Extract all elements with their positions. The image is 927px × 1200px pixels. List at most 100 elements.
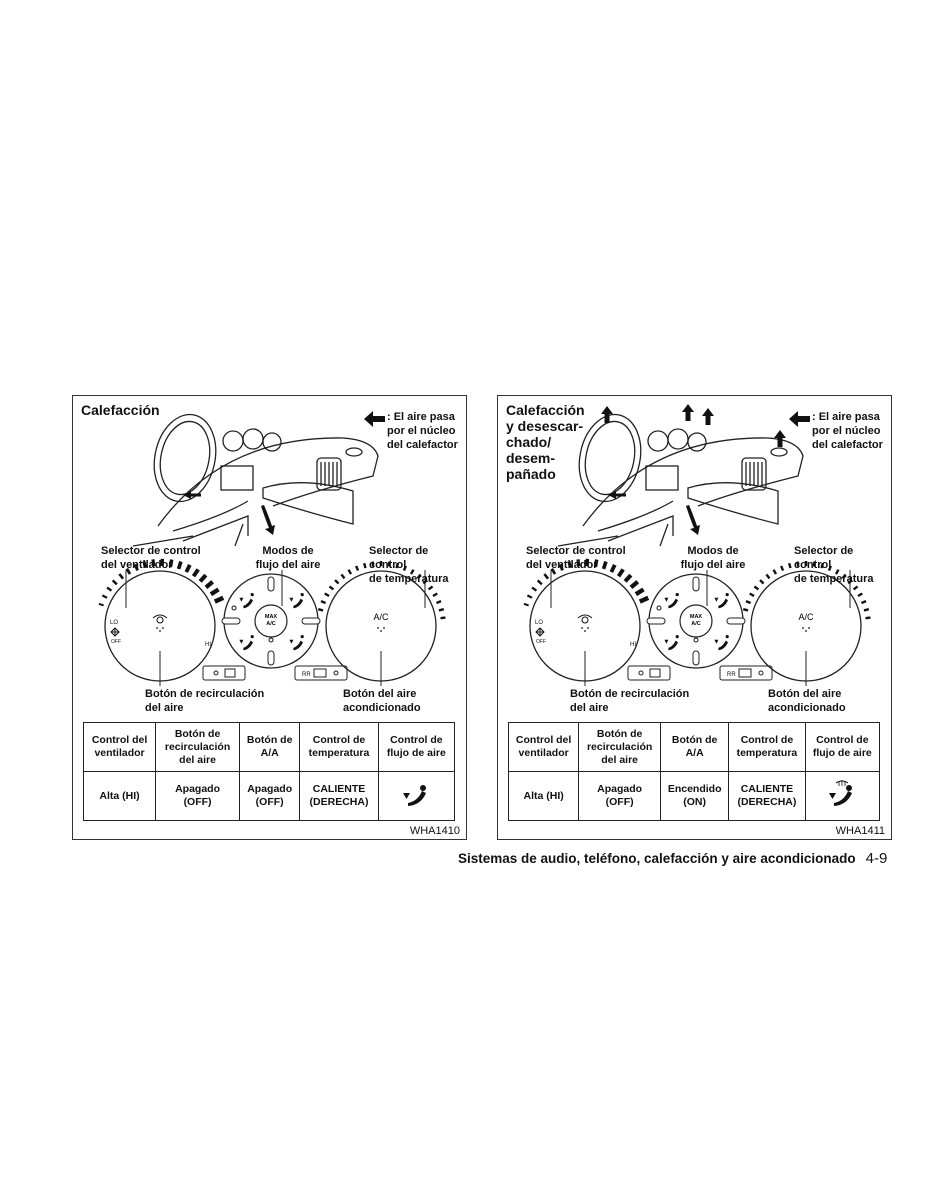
fan-dial-off-label: OFF [111, 639, 121, 645]
defrost-icon [649, 668, 661, 678]
temp-tick [841, 573, 847, 580]
rear-defrost-icon [313, 668, 327, 678]
temp-tick [363, 562, 367, 569]
temperature-dial: A/C [317, 561, 446, 682]
mode-tab [221, 617, 241, 625]
speed-tick [106, 586, 113, 592]
mode-tab [692, 650, 700, 666]
speed-tick [133, 563, 139, 571]
indicator-light [268, 637, 274, 643]
dash-outline [582, 437, 804, 527]
speed-tick [176, 561, 183, 570]
recirc-icon [577, 614, 593, 619]
table-cell: Apagado(OFF) [578, 771, 662, 821]
vent-face-icon [664, 593, 679, 609]
table-cell: Encendido(ON) [660, 771, 730, 821]
table-cell: Alta (HI) [82, 771, 157, 821]
steering-wheel [153, 413, 217, 503]
speed-tick [634, 587, 645, 597]
gauge [667, 428, 689, 450]
floor-arrow-icon [183, 491, 201, 499]
floor-arrow-icon [686, 505, 700, 535]
max-label: MAX [265, 614, 278, 620]
indicator-light [213, 670, 219, 676]
speed-tick [609, 564, 617, 573]
fan-dial-hi-label: HI [630, 642, 636, 648]
fan-dial-lo-label: LO [110, 620, 118, 626]
gauge [222, 430, 244, 452]
speed-tick [531, 586, 538, 592]
temp-tick [324, 592, 330, 598]
table-cell [377, 771, 456, 821]
table-cell: CALIENTE(DERECHA) [728, 771, 806, 821]
table-cell: Apagado(OFF) [155, 771, 241, 821]
page-footer: Sistemas de audio, teléfono, calefacción… [458, 850, 887, 867]
mode-tab [646, 617, 666, 625]
speed-tick [209, 587, 220, 597]
speed-tick [101, 594, 108, 599]
vent-bilevel-icon [289, 593, 304, 609]
speed-tick [543, 573, 550, 580]
defrost-arrow-icon [601, 406, 613, 423]
vent-floor-defrost-icon [714, 635, 729, 651]
dashboard-illustration [132, 413, 379, 547]
indicator-light [693, 637, 699, 643]
gauge [647, 430, 669, 452]
page-number: 4-9 [865, 850, 888, 867]
glovebox [262, 482, 354, 525]
mode-tab [267, 650, 275, 666]
airflow-arrows [608, 491, 700, 535]
ac-dial-label: A/C [798, 612, 814, 622]
speed-tick [623, 573, 633, 583]
table-row: Alta (HI)Apagado(OFF)Apagado(OFF)CALIENT… [82, 771, 456, 821]
rr-label: RR [727, 672, 736, 678]
gauge [687, 432, 707, 452]
indicator-light [638, 670, 644, 676]
table-row: Alta (HI)Apagado(OFF)Encendido(ON)CALIEN… [507, 771, 881, 821]
table-cell: Apagado(OFF) [239, 771, 301, 821]
temp-tick [395, 562, 399, 569]
temp-tick [427, 585, 434, 591]
fan-icon [535, 627, 545, 637]
speed-tick [629, 580, 640, 590]
temp-tick [812, 561, 816, 567]
center-console [220, 465, 254, 491]
temp-tick [347, 569, 353, 575]
table-cell [804, 771, 881, 821]
arrow-shape [364, 411, 385, 427]
table-cell: Alta (HI) [507, 771, 580, 821]
airflow-arrows [183, 491, 275, 535]
vent-floor-defrost-icon [289, 635, 304, 651]
indicator-light [333, 670, 339, 676]
temp-tick [742, 608, 749, 612]
speed-tick [601, 561, 608, 570]
speed-tick [111, 579, 118, 586]
ac-label: A/C [266, 621, 276, 627]
max-ac-button [679, 604, 713, 638]
temp-tick [759, 579, 765, 585]
temp-tick [847, 579, 853, 585]
speed-tick [125, 567, 132, 575]
fan-icon [110, 627, 120, 637]
speed-tick [567, 560, 572, 569]
indicator-light [656, 605, 662, 611]
temp-tick [796, 561, 800, 567]
fan-dial-off-label: OFF [536, 639, 546, 645]
speed-tick [576, 559, 581, 567]
indicator-light [758, 670, 764, 676]
